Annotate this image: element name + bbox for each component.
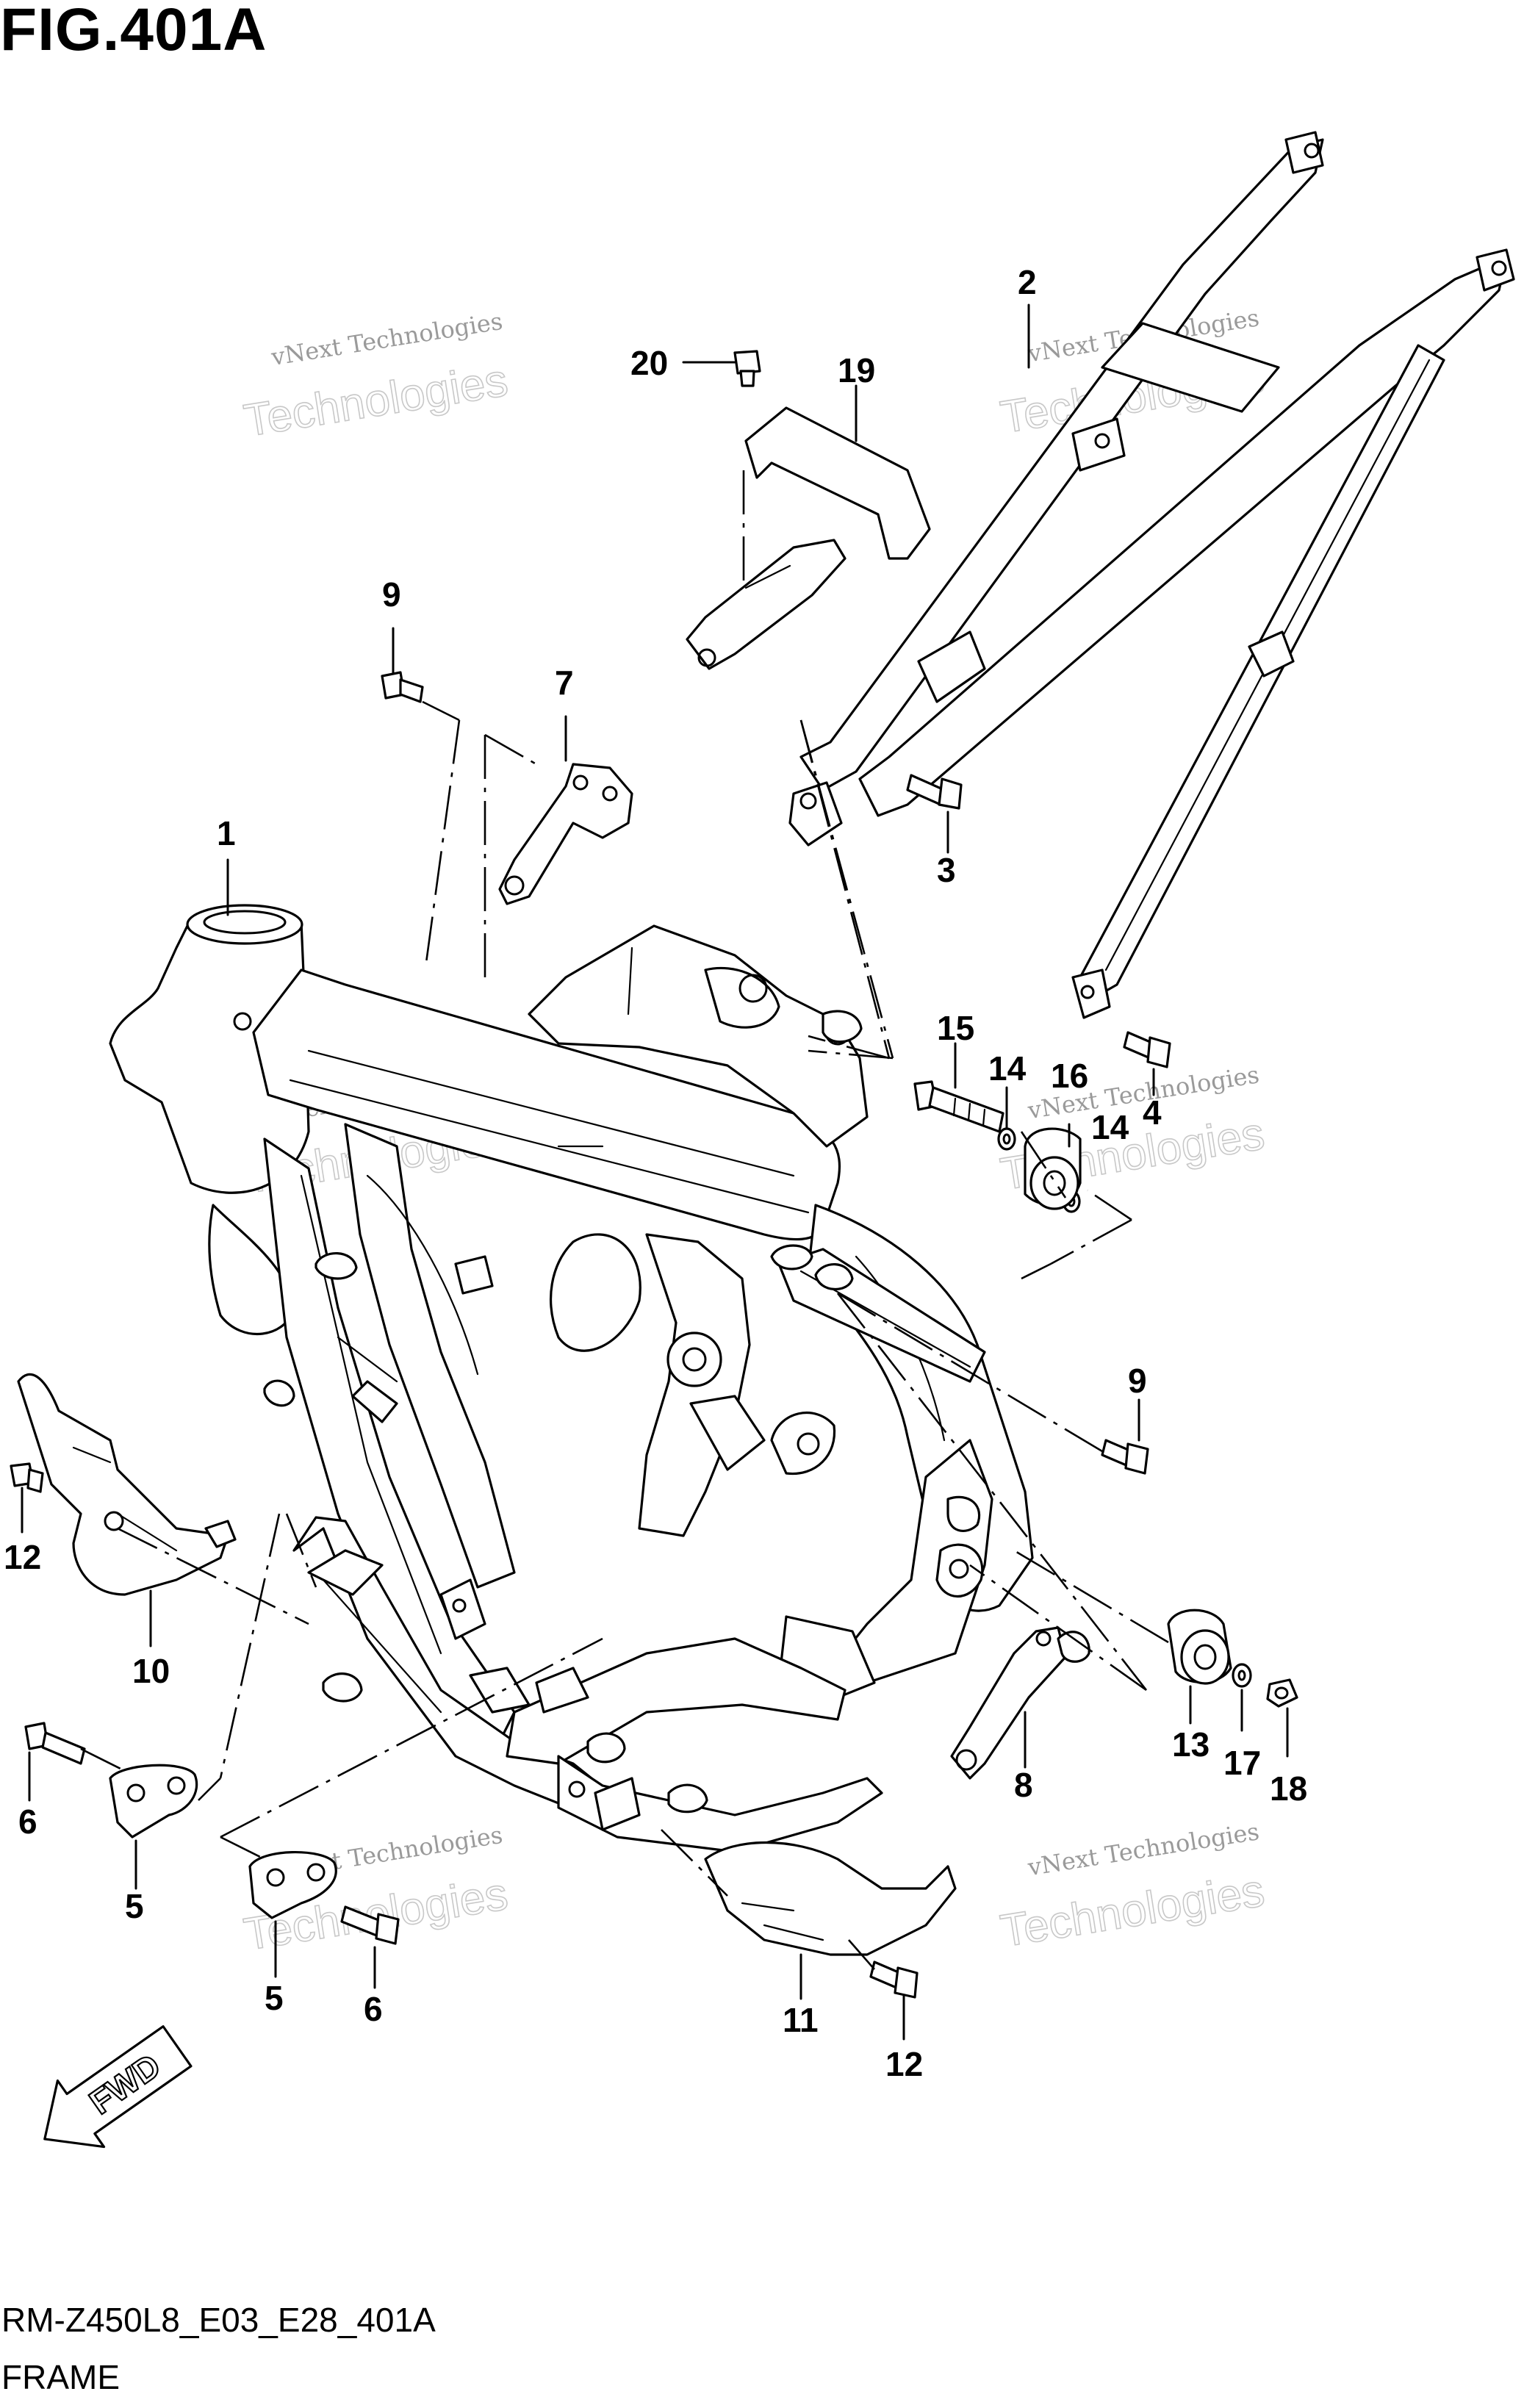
callout-6-lower: 6: [364, 1990, 383, 2028]
callout-19: 19: [838, 351, 875, 389]
bolt-9-upper: [381, 671, 424, 703]
bolt-12-lower: [869, 1960, 919, 1999]
bracket-5-lower: [248, 1851, 337, 1919]
callout-20: 20: [630, 344, 668, 382]
callout-17: 17: [1223, 1744, 1261, 1782]
bolt-6-lower: [340, 1905, 400, 1945]
bolt-15: [913, 1080, 1004, 1133]
bolt-12-upper: [10, 1462, 44, 1493]
callout-15: 15: [937, 1009, 974, 1047]
main-frame: [109, 904, 1034, 1853]
callout-13: 13: [1172, 1725, 1210, 1764]
callout-9-upper: 9: [382, 575, 401, 614]
bracket-5-upper: [109, 1764, 198, 1839]
callout-labels: 1 2 3 4 5 5 6 6 7 8 9 9 10 11 12 12 13 1…: [4, 263, 1307, 2083]
assembly-lines: [80, 700, 1169, 1970]
callout-18: 18: [1270, 1769, 1307, 1808]
fwd-arrow: FWD: [43, 2025, 193, 2149]
guard-10: [17, 1373, 237, 1596]
callout-3: 3: [937, 851, 956, 889]
figure-title: FIG.401A: [0, 0, 267, 63]
callout-10: 10: [132, 1652, 170, 1690]
bracket-7: [498, 763, 633, 905]
guard-11: [704, 1841, 957, 1956]
callout-7: 7: [555, 664, 574, 702]
callout-2: 2: [1018, 263, 1037, 301]
callout-8: 8: [1014, 1766, 1033, 1804]
callout-1: 1: [217, 814, 236, 852]
bolt-20: [733, 350, 761, 387]
bolt-4: [1123, 1031, 1171, 1068]
model-code: RM-Z450L8_E03_E28_401A: [1, 2301, 436, 2339]
callout-11: 11: [783, 2001, 819, 2039]
rear-subframe: [788, 131, 1515, 1019]
callout-14-right: 14: [1091, 1108, 1129, 1146]
bushing-13: [1167, 1609, 1232, 1685]
bolt-9-lower: [1101, 1439, 1149, 1475]
callout-5-lower: 5: [265, 1979, 284, 2017]
washer-17: [1232, 1663, 1252, 1688]
number-plate-bracket: [686, 406, 931, 670]
bolt-3: [906, 774, 963, 810]
callout-4: 4: [1143, 1093, 1162, 1132]
leader-lines: [21, 303, 1289, 2041]
callout-6-upper: 6: [18, 1803, 37, 1841]
callout-12-upper: 12: [4, 1538, 41, 1576]
bolt-6-upper: [24, 1722, 86, 1765]
callout-5-upper: 5: [125, 1887, 144, 1925]
bushing-16: [1024, 1127, 1082, 1210]
callout-12-lower: 12: [885, 2045, 923, 2083]
section-name: FRAME: [1, 2358, 120, 2396]
nut-18: [1266, 1678, 1298, 1708]
callout-14-left: 14: [988, 1049, 1027, 1088]
callout-16: 16: [1051, 1057, 1088, 1095]
bracket-8: [950, 1626, 1090, 1780]
callout-9-lower: 9: [1128, 1362, 1147, 1400]
